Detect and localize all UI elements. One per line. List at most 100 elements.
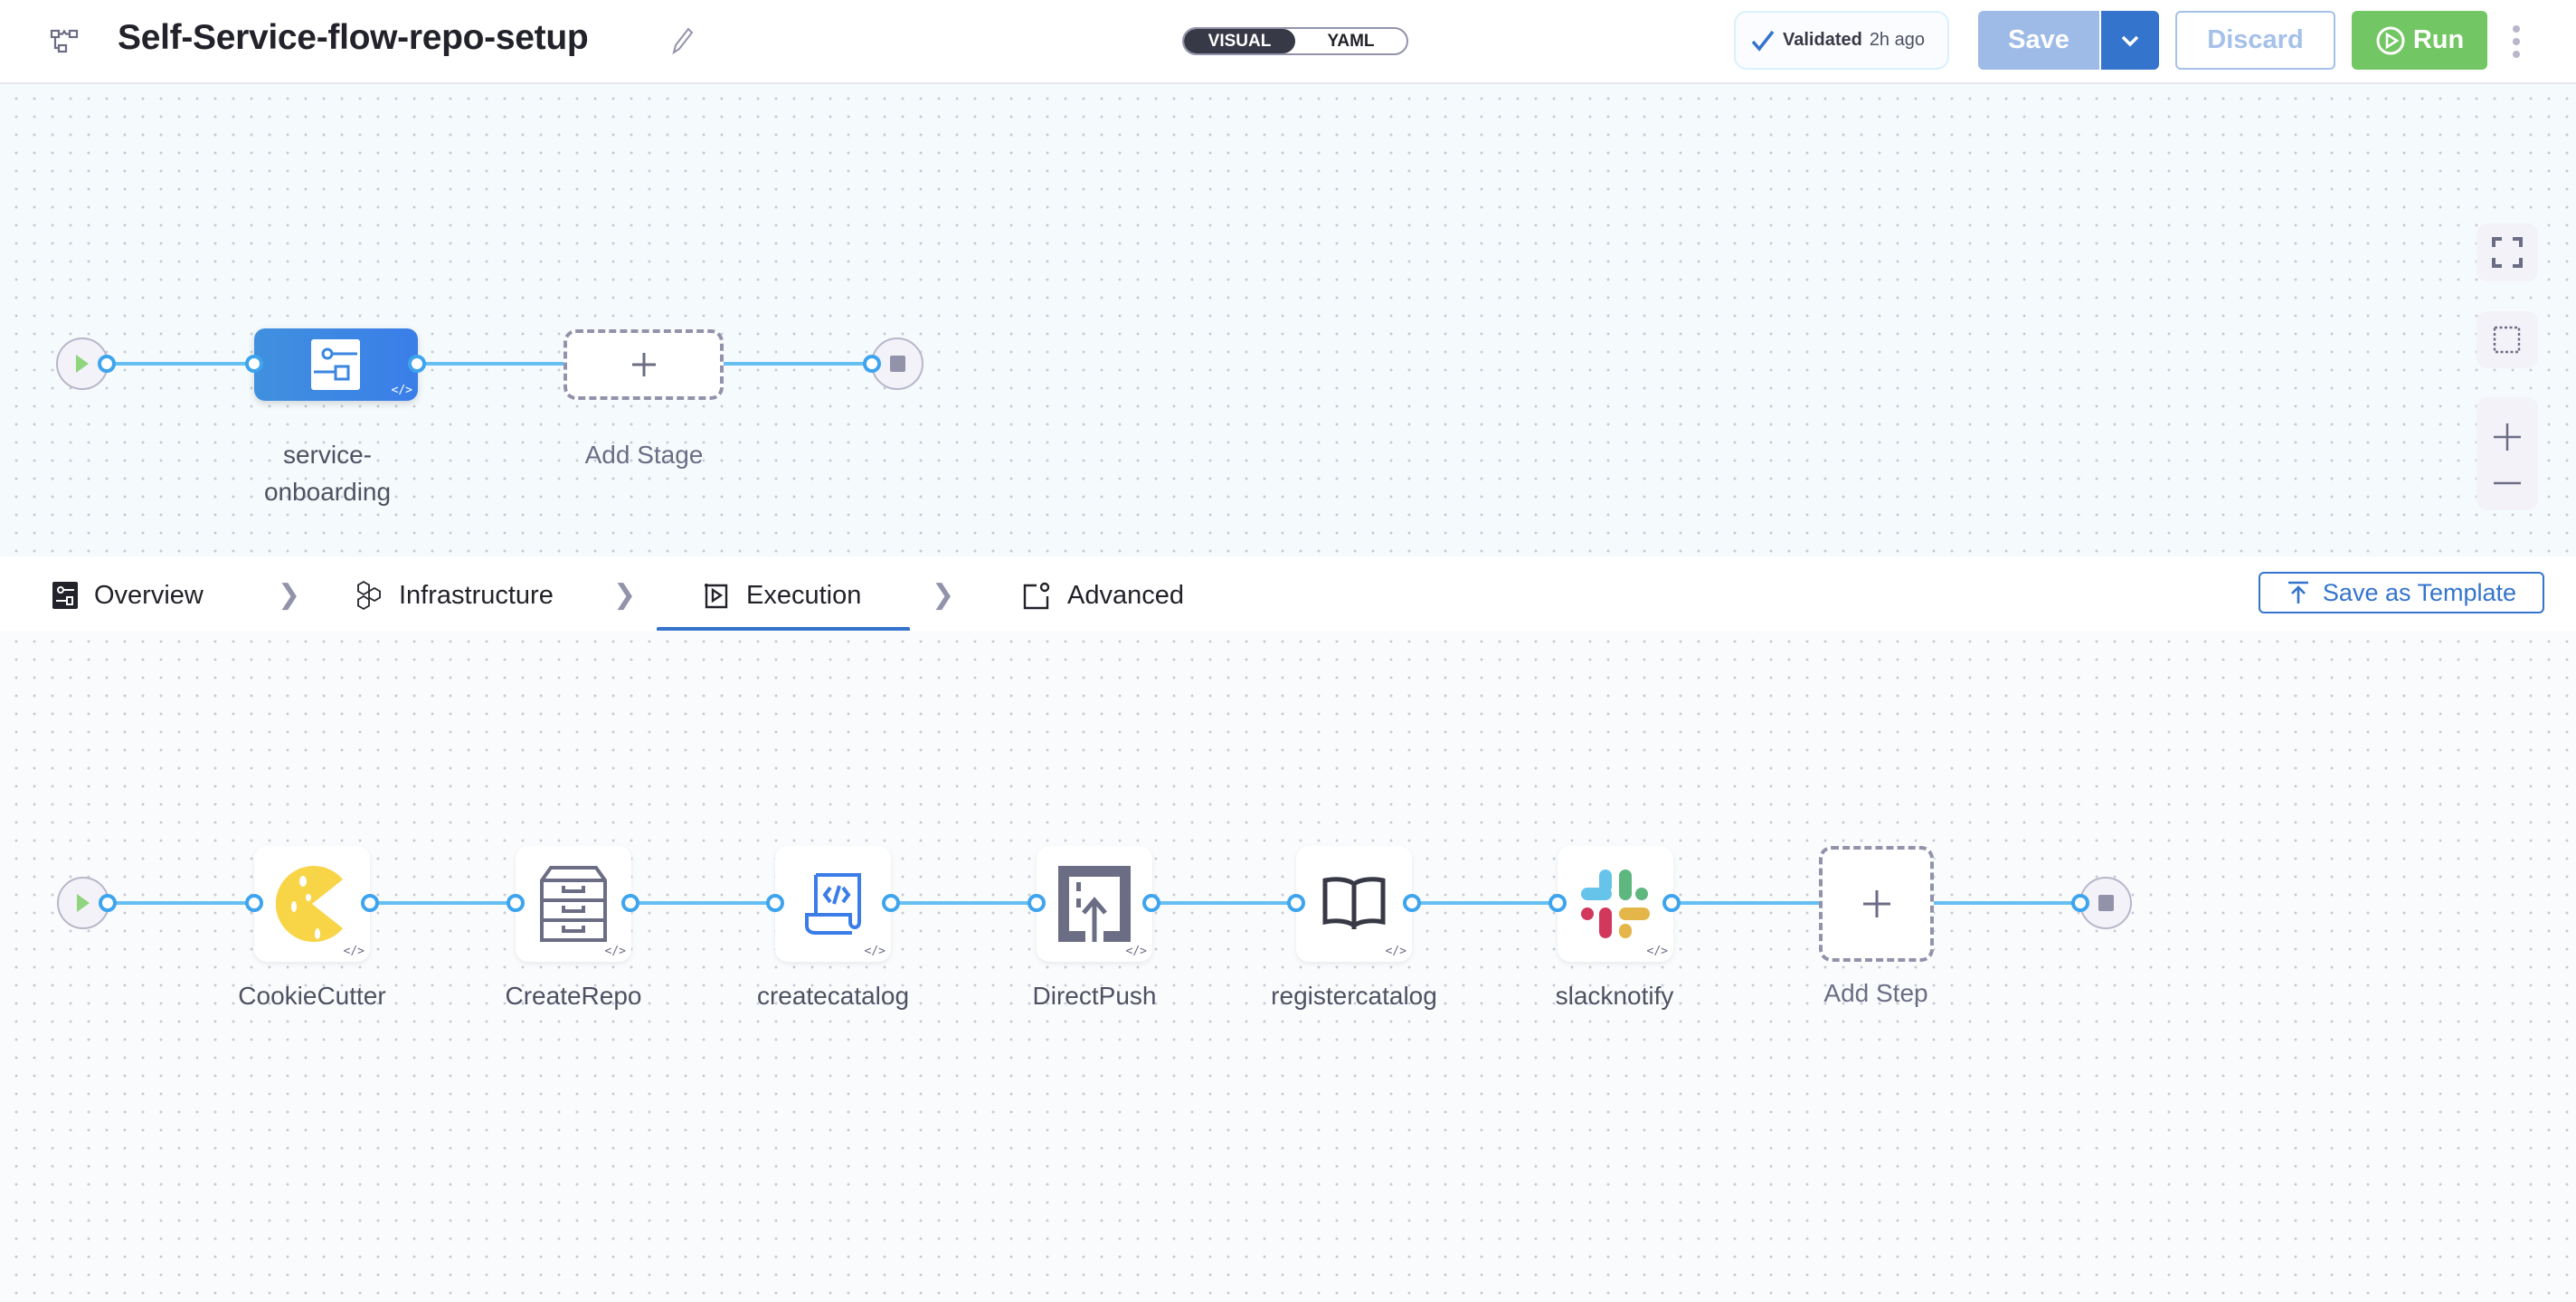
play-icon [76,355,89,373]
chevron-right-icon: ❯ [932,580,955,610]
stage-edge [724,362,873,366]
push-upload-icon [1058,866,1131,942]
yaml-toggle-option[interactable]: YAML [1327,31,1375,51]
port [408,355,426,373]
port [361,894,379,912]
stage-label: service- onboarding [210,436,445,510]
visual-toggle-option[interactable]: VISUAL [1184,29,1295,53]
fit-to-screen-button[interactable] [2477,223,2538,281]
tab-label: Overview [94,580,204,610]
port [99,894,117,912]
checkmark-icon [1751,30,1775,52]
add-step-button[interactable] [1819,846,1934,962]
more-options-icon[interactable] [2507,24,2525,60]
plus-icon [631,353,656,376]
stage-edge [107,362,260,366]
stage-node-service-onboarding[interactable]: </> [254,328,418,401]
step-node-slacknotify[interactable]: </> [1558,846,1673,962]
code-icon: </> [1385,945,1406,958]
tab-label: Execution [746,580,862,610]
save-as-template-label: Save as Template [2322,578,2517,606]
stage-tabs-bar [0,556,2576,631]
slack-icon [1581,870,1650,938]
selection-tool-button[interactable] [2477,311,2538,368]
code-icon: </> [604,945,626,958]
port [507,894,525,912]
save-options-dropdown[interactable] [2099,11,2159,70]
tab-execution[interactable]: Execution [703,575,861,615]
stage-canvas[interactable] [0,84,2576,556]
overview-icon [52,582,78,609]
play-icon [77,894,90,912]
stage-label-line: service- [282,441,372,469]
port [882,894,900,912]
port [1403,894,1421,912]
view-toggle[interactable]: VISUAL YAML [1182,27,1408,55]
save-as-template-button[interactable]: Save as Template [2259,572,2544,613]
code-icon: </> [391,384,412,397]
step-node-cookiecutter[interactable]: </> [254,846,370,962]
cookiecutter-icon [276,866,343,942]
code-icon: </> [343,945,365,958]
tab-infrastructure[interactable]: Infrastructure [355,575,554,615]
stage-label-line: onboarding [263,478,392,506]
run-button[interactable]: Run [2352,11,2487,70]
port [98,355,116,373]
execution-canvas[interactable] [0,631,2576,1302]
port [1028,894,1046,912]
step-label: createcatalog [756,982,910,1010]
marquee-select-icon [2493,326,2521,353]
zoom-out-icon[interactable] [2492,480,2523,487]
validation-time: 2h ago [1869,30,1925,50]
step-node-createcatalog[interactable]: </> [775,846,891,962]
add-stage-label: Add Stage [584,441,704,469]
step-label: registercatalog [1271,982,1437,1010]
book-icon [1322,877,1386,929]
tab-label: Advanced [1067,580,1184,610]
zoom-controls [2477,397,2538,510]
stop-icon [2098,895,2114,911]
code-icon: </> [1125,945,1147,958]
port [766,894,784,912]
port [621,894,639,912]
file-cabinet-icon [540,866,607,942]
tab-advanced[interactable]: Advanced [1022,575,1184,615]
port [245,355,263,373]
pipeline-icon [50,29,79,53]
execution-icon [705,584,728,609]
port [2071,894,2089,912]
zoom-in-icon[interactable] [2492,422,2523,452]
validation-status-badge[interactable]: Validated 2h ago [1734,11,1949,70]
chevron-right-icon: ❯ [613,580,637,610]
port [1287,894,1305,912]
add-stage-button[interactable] [564,329,724,400]
step-node-directpush[interactable]: </> [1037,846,1152,962]
step-label: CookieCutter [238,982,386,1010]
stage-flow-icon [311,339,360,390]
play-circle-icon [2376,26,2405,54]
active-tab-indicator [657,627,910,632]
code-scroll-icon [805,873,861,935]
stage-edge [417,362,571,366]
fullscreen-icon [2492,237,2523,268]
infrastructure-icon [357,580,381,611]
pipeline-title: Self-Service-flow-repo-setup [118,18,589,57]
port [1142,894,1160,912]
step-node-registercatalog[interactable]: </> [1296,846,1412,962]
chevron-down-icon [2121,35,2139,46]
port [245,894,263,912]
port [863,355,881,373]
code-icon: </> [1646,945,1668,958]
port [1662,894,1681,912]
edit-pencil-icon[interactable] [667,25,696,56]
tab-overview[interactable]: Overview [52,575,204,615]
step-node-createrepo[interactable]: </> [516,846,631,962]
stop-icon [890,356,905,372]
tab-label: Infrastructure [399,580,554,610]
port [1548,894,1567,912]
discard-button[interactable]: Discard [2175,11,2335,70]
save-button[interactable]: Save [1978,11,2099,70]
validation-status: Validated [1783,30,1862,50]
plus-icon [1862,890,1890,917]
add-step-label: Add Step [1823,979,1928,1007]
